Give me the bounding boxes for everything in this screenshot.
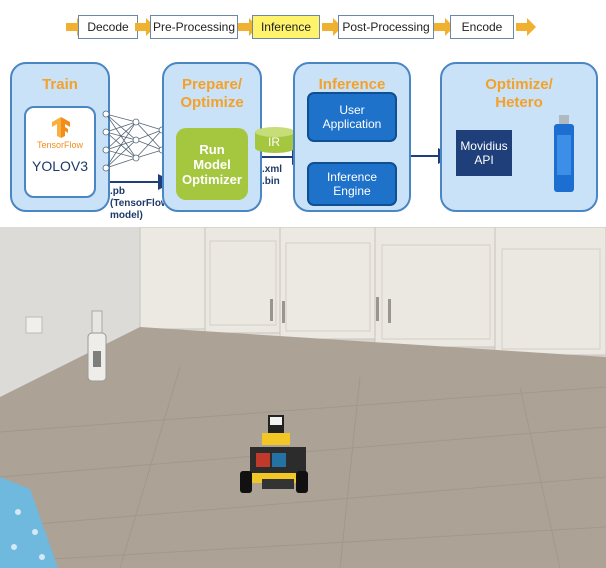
workflow-diagram: Train TensorFlow YOLOV3 [0, 52, 606, 227]
neural-network-icon [105, 113, 163, 169]
inference-engine-box: Inference Engine [307, 162, 397, 206]
prepare-title: Prepare/ Optimize [180, 76, 244, 111]
model-name: YOLOV3 [31, 158, 89, 174]
user-application-box: User Application [307, 92, 397, 142]
xml-bin-label: .xml .bin [262, 164, 283, 187]
movidius-api-box: Movidius API [456, 130, 512, 176]
wall-socket [25, 316, 43, 334]
arrow-icon [434, 18, 454, 36]
robot-car [240, 415, 308, 493]
train-panel: Train TensorFlow YOLOV3 [10, 62, 110, 212]
stage-decode: Decode [78, 15, 138, 39]
train-title: Train [42, 76, 78, 93]
tensorflow-card: TensorFlow YOLOV3 [24, 106, 96, 198]
pb-label: .pb (TensorFlow model) [110, 186, 169, 221]
pipeline-ribbon: Decode Pre-Processing Inference Post-Pro… [0, 0, 606, 52]
run-model-optimizer-box: Run Model Optimizer [176, 128, 248, 200]
glass-bottle [87, 310, 107, 382]
optimize-title: Optimize/ Hetero [485, 76, 553, 111]
ir-cylinder-icon [255, 127, 295, 153]
inference-title: Inference [318, 76, 386, 93]
ir-label: IR [268, 135, 280, 149]
stage-pre-processing: Pre-Processing [150, 15, 238, 39]
robot-car-photo [0, 227, 606, 568]
tensorflow-logo-icon [52, 117, 70, 138]
arrow-icon [516, 18, 536, 36]
arrow-icon [322, 18, 342, 36]
stage-inference: Inference [252, 15, 320, 39]
prepare-panel: Prepare/ Optimize Run Model Optimizer [162, 62, 262, 212]
neural-compute-stick-icon [554, 115, 574, 192]
stage-post-processing: Post-Processing [338, 15, 434, 39]
stage-encode: Encode [450, 15, 514, 39]
cabinet-doors [139, 227, 606, 356]
tensorflow-label: TensorFlow [36, 140, 83, 150]
